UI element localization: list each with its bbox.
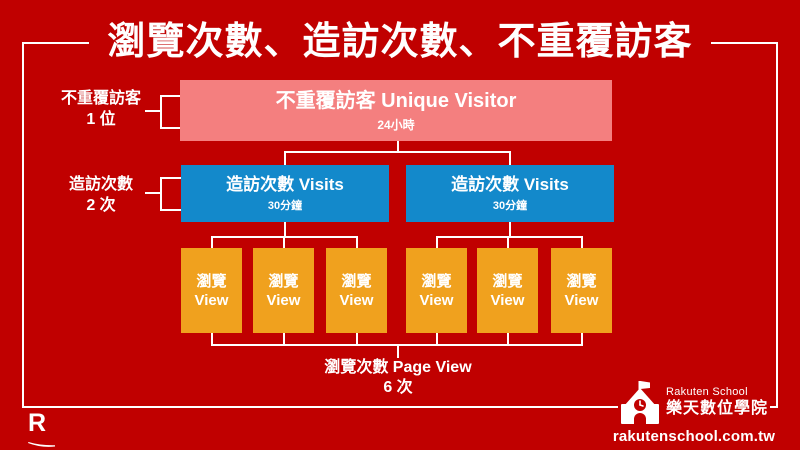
view-box-4-label: 瀏覽 <box>421 272 452 290</box>
connector-line <box>436 236 438 249</box>
connector-line <box>283 236 285 249</box>
visits-box-2-label: 造訪次數 Visits <box>451 174 569 194</box>
connector-line <box>509 222 511 237</box>
connector-line <box>507 236 509 249</box>
view-box-5-sublabel: View <box>490 291 525 309</box>
connector-line <box>397 141 399 152</box>
unique-visitor-box-sublabel: 24小時 <box>377 117 415 132</box>
connector-line <box>356 236 358 249</box>
connector-line <box>283 333 285 345</box>
visits-count-label: 造訪次數 2 次 <box>36 174 166 216</box>
brand-row: Rakuten School 樂天數位學院 <box>620 380 768 424</box>
view-box-6: 瀏覽 View <box>551 248 612 333</box>
bracket-line <box>160 127 180 129</box>
connector-line <box>211 236 213 249</box>
view-box-5: 瀏覽 View <box>477 248 538 333</box>
visits-count-line2: 2 次 <box>86 197 116 214</box>
view-box-1-sublabel: View <box>194 291 229 309</box>
view-box-1-label: 瀏覽 <box>196 272 227 290</box>
connector-line <box>284 222 286 237</box>
unique-visitor-box: 不重覆訪客 Unique Visitor 24小時 <box>180 80 612 141</box>
pageview-total-label: 瀏覽次數 Page View 6 次 <box>198 358 598 398</box>
connector-line <box>509 151 511 166</box>
connector-line <box>581 333 583 345</box>
bracket-line <box>160 177 181 179</box>
unique-visitor-box-label: 不重覆訪客 Unique Visitor <box>275 89 517 112</box>
connector-line <box>284 151 286 166</box>
connector-line <box>356 333 358 345</box>
visits-box-1-label: 造訪次數 Visits <box>226 174 344 194</box>
rakuten-r-logo: R <box>28 411 62 450</box>
visits-count-line1: 造訪次數 <box>68 176 133 193</box>
unique-visitor-count-line1: 不重覆訪客 <box>60 90 141 107</box>
view-box-3-sublabel: View <box>339 291 374 309</box>
visits-box-1: 造訪次數 Visits 30分鐘 <box>181 165 389 222</box>
view-box-2-sublabel: View <box>266 291 301 309</box>
schoolhouse-icon <box>620 381 659 424</box>
bracket-line <box>145 192 162 194</box>
pageview-total-line2: 6 次 <box>383 379 413 396</box>
rakuten-swoosh-icon <box>28 442 55 447</box>
brand-name-en: Rakuten School <box>665 386 748 398</box>
view-box-4-sublabel: View <box>419 291 454 309</box>
page-title: 瀏覽次數、造訪次數、不重覆訪客 <box>89 20 711 64</box>
view-box-4: 瀏覽 View <box>406 248 467 333</box>
connector-line <box>211 333 213 345</box>
view-box-2-label: 瀏覽 <box>268 272 299 290</box>
pageview-total-line1: 瀏覽次數 Page View <box>324 359 472 376</box>
brand-website: rakutenschool.com.tw <box>612 428 776 445</box>
bracket-line <box>160 95 180 97</box>
title-row: 瀏覽次數、造訪次數、不重覆訪客 <box>0 20 800 64</box>
connector-line <box>436 333 438 345</box>
visits-box-2-sublabel: 30分鐘 <box>492 199 528 212</box>
visits-box-1-sublabel: 30分鐘 <box>267 199 303 212</box>
view-box-3-label: 瀏覽 <box>341 272 372 290</box>
view-box-6-label: 瀏覽 <box>566 272 597 290</box>
connector-line <box>397 344 399 358</box>
bracket-line <box>160 177 162 211</box>
view-box-2: 瀏覽 View <box>253 248 314 333</box>
view-box-6-sublabel: View <box>564 291 599 309</box>
bracket-line <box>145 110 162 112</box>
connector-line <box>284 151 511 153</box>
bracket-line <box>160 209 181 211</box>
brand-texts: Rakuten School 樂天數位學院 <box>666 385 768 419</box>
view-box-1: 瀏覽 View <box>181 248 242 333</box>
view-box-3: 瀏覽 View <box>326 248 387 333</box>
rakuten-school-logo: Rakuten School 樂天數位學院 rakutenschool.com.… <box>613 378 775 446</box>
connector-line <box>436 236 583 238</box>
visits-box-2: 造訪次數 Visits 30分鐘 <box>406 165 614 222</box>
connector-line <box>507 333 509 345</box>
rakuten-r-letter: R <box>28 409 47 437</box>
view-box-5-label: 瀏覽 <box>492 272 523 290</box>
unique-visitor-count-line2: 1 位 <box>86 111 116 128</box>
connector-line <box>581 236 583 249</box>
brand-name-zh: 樂天數位學院 <box>665 400 768 417</box>
bracket-line <box>160 95 162 129</box>
unique-visitor-count-label: 不重覆訪客 1 位 <box>36 88 166 130</box>
